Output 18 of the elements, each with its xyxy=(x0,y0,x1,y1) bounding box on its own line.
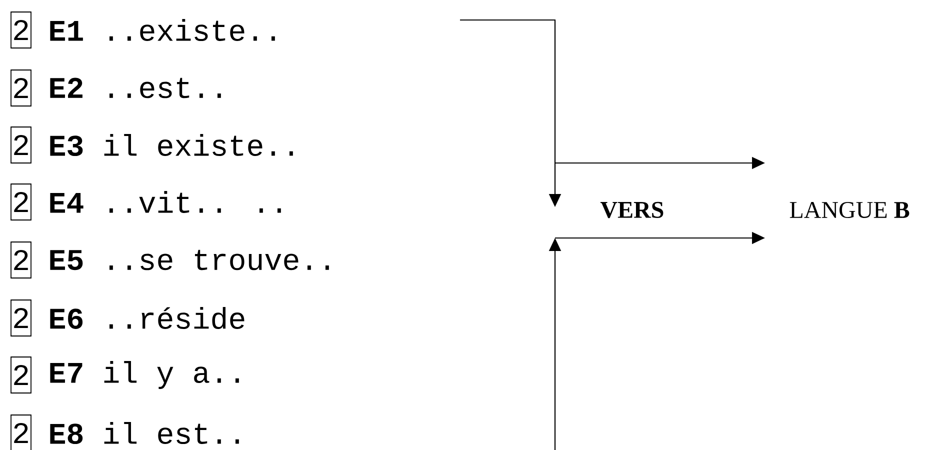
boxed-number: 2 xyxy=(10,126,32,164)
node-label: LANGUE B xyxy=(790,202,910,218)
boxed-number: 2 xyxy=(10,414,32,450)
boxed-number: 2 xyxy=(10,12,32,48)
boxed-number: 2 xyxy=(10,70,32,106)
boxed-number: 2 xyxy=(10,242,32,278)
row-text: E7 il y a.. xyxy=(50,361,239,389)
row-text: E6 ..réside xyxy=(50,306,244,330)
boxed-number: 2 xyxy=(10,300,32,336)
row-text: E8 il est.. xyxy=(50,422,239,444)
row-text: E4 ..vit.. .. xyxy=(50,191,281,213)
row-text: E1 ..existe.. xyxy=(50,18,275,42)
boxed-number: 2 xyxy=(10,356,32,394)
row-text: E5 ..se trouve.. xyxy=(50,250,329,270)
row-text: E3 il existe.. xyxy=(50,134,293,156)
row-text: E2 ..est.. xyxy=(50,78,221,98)
boxed-number: 2 xyxy=(10,184,32,220)
node-label: VERS xyxy=(600,202,664,218)
